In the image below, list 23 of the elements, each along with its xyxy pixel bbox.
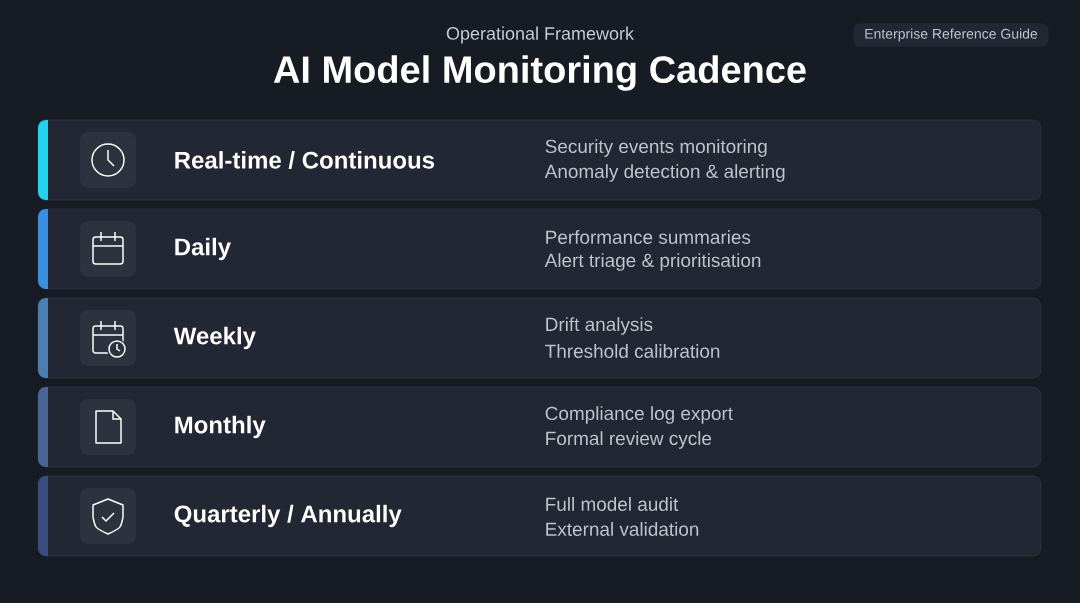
title: AI Model Monitoring Cadence [273, 55, 806, 91]
row-description: Full model audit [546, 497, 679, 511]
row-description: Security events monitoring [545, 139, 767, 157]
row-heading: Monthly [175, 415, 266, 439]
row-description: External validation [546, 522, 699, 536]
row-heading: Weekly [173, 326, 256, 350]
row-card [37, 208, 1042, 290]
row-description: Performance summaries [546, 230, 751, 244]
row-description: Compliance log export [545, 406, 733, 424]
row-heading: Quarterly / Annually [174, 504, 402, 528]
badge: Enterprise Reference Guide [853, 23, 1049, 47]
row-card [37, 386, 1042, 468]
row-card [37, 119, 1042, 201]
row-description: Alert triage & prioritisation [544, 253, 761, 271]
subtitle: Operational Framework [446, 26, 635, 44]
row-card [37, 475, 1042, 557]
row-description: Threshold calibration [545, 344, 720, 358]
row-heading: Daily [175, 237, 231, 261]
row-description: Anomaly detection & alerting [544, 164, 785, 182]
row-heading: Real-time / Continuous [175, 151, 435, 169]
row-card [37, 297, 1042, 379]
row-description: Drift analysis [546, 317, 653, 335]
row-description: Formal review cycle [546, 431, 712, 449]
